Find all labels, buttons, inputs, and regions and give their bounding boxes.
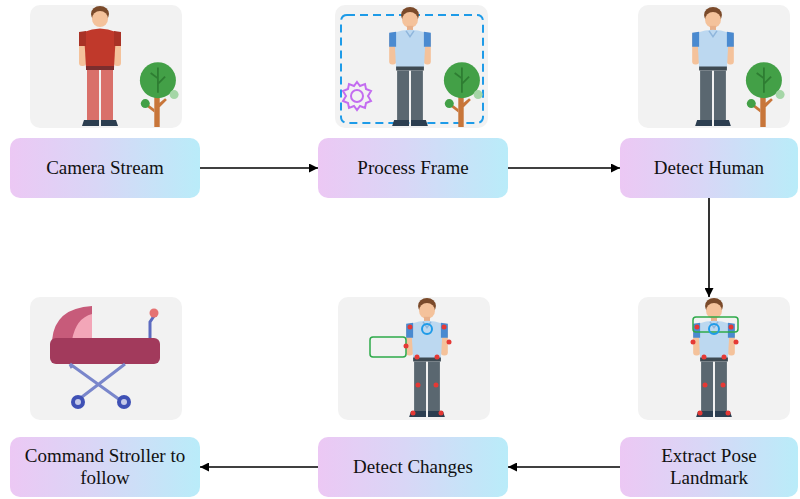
- changes-box: Detect Changes: [318, 437, 508, 497]
- stroller-tile: [30, 297, 182, 420]
- pose-tile: [638, 297, 790, 420]
- process-tile: [335, 5, 488, 128]
- landmark-box: Extract Pose Landmark: [620, 437, 798, 497]
- flow-arrow: [200, 466, 318, 468]
- process-box: Process Frame: [318, 138, 508, 198]
- camera-tile: [30, 5, 182, 128]
- flow-arrow: [200, 167, 318, 169]
- stream-box: Camera Stream: [10, 138, 200, 198]
- node-label: Camera Stream: [46, 157, 164, 179]
- flow-arrow: [708, 198, 710, 297]
- node-label: Detect Changes: [353, 456, 473, 478]
- node-label: Command Stroller to follow: [20, 445, 190, 489]
- changes-tile: [338, 297, 490, 420]
- node-label: Extract Pose Landmark: [630, 445, 788, 489]
- detect-box: Detect Human: [620, 138, 798, 198]
- flow-arrow: [508, 167, 620, 169]
- node-label: Process Frame: [357, 157, 468, 179]
- command-box: Command Stroller to follow: [10, 437, 200, 497]
- flow-arrow: [508, 466, 620, 468]
- detect-tile: [638, 5, 790, 128]
- node-label: Detect Human: [654, 157, 764, 179]
